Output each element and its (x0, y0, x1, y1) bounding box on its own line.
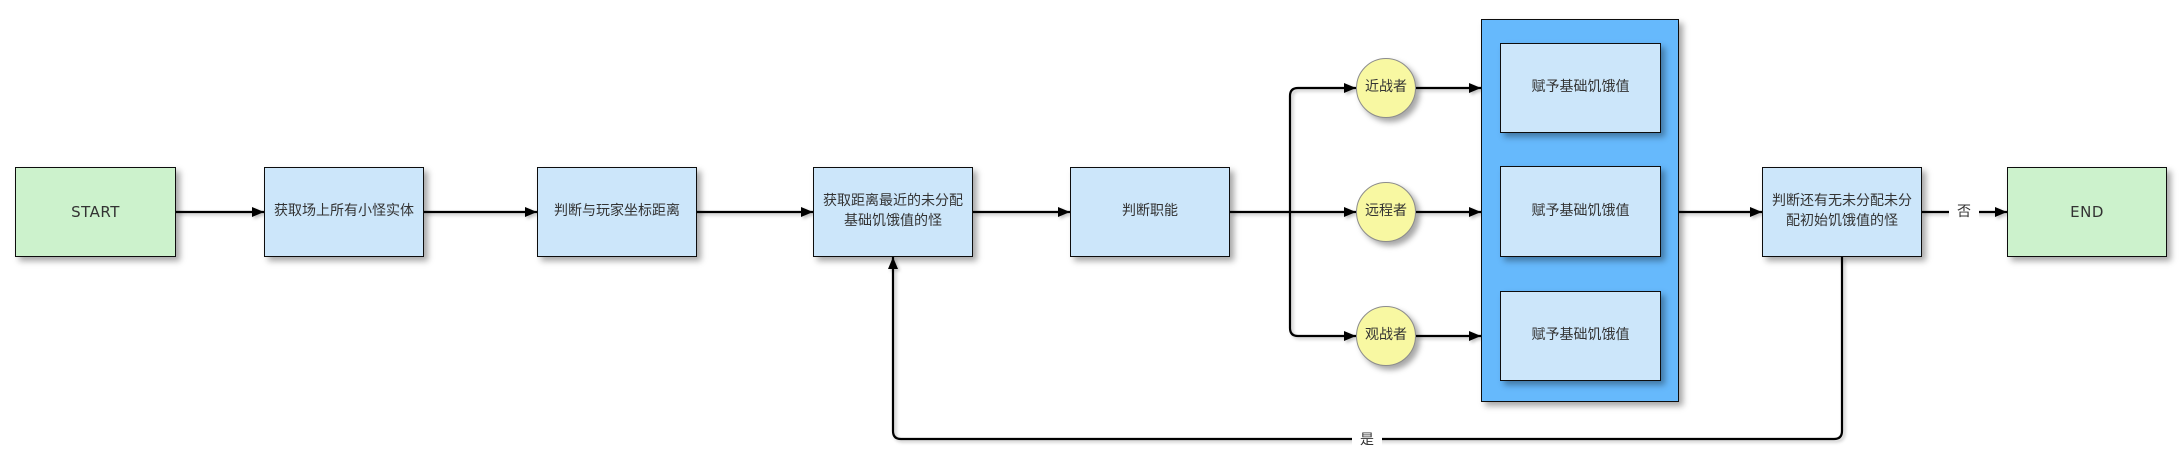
flow-node-end: END (2007, 167, 2167, 257)
flow-node-get-monsters-label: 获取场上所有小怪实体 (274, 203, 414, 220)
flow-node-role-melee: 近战者 (1356, 58, 1416, 118)
flow-node-get-monsters: 获取场上所有小怪实体 (264, 167, 424, 257)
flow-node-role-ranged-label: 远程者 (1365, 203, 1407, 220)
flow-node-assign-ranged: 赋予基础饥饿值 (1500, 166, 1661, 257)
flow-node-start: START (15, 167, 176, 257)
flow-node-assign-melee-label: 赋予基础饥饿值 (1531, 79, 1630, 96)
edge-branch-to-observer (1288, 212, 1356, 341)
flow-node-get-nearest: 获取距离最近的未分配基础饥饿值的怪 (813, 167, 973, 257)
flow-node-role-observer: 观战者 (1356, 306, 1416, 366)
flow-node-role-ranged: 远程者 (1356, 182, 1416, 242)
flow-node-assign-ranged-label: 赋予基础饥饿值 (1531, 202, 1630, 219)
flow-node-judge-role-label: 判断职能 (1122, 203, 1178, 220)
flow-node-get-nearest-label: 获取距离最近的未分配基础饥饿值的怪 (823, 193, 963, 229)
edge-branch-to-melee (1288, 83, 1356, 212)
flow-node-judge-distance: 判断与玩家坐标距离 (537, 167, 697, 257)
edge-label-yes: 是 (1352, 428, 1382, 450)
flow-node-assign-observer: 赋予基础饥饿值 (1500, 291, 1661, 381)
flow-node-judge-distance-label: 判断与玩家坐标距离 (554, 203, 680, 220)
flow-node-assign-observer-label: 赋予基础饥饿值 (1531, 327, 1630, 344)
flow-node-start-label: START (71, 202, 120, 221)
flow-node-judge-role: 判断职能 (1070, 167, 1230, 257)
flow-node-role-observer-label: 观战者 (1365, 327, 1407, 344)
flow-node-end-label: END (2070, 202, 2104, 221)
flow-node-assign-melee: 赋予基础饥饿值 (1500, 43, 1661, 133)
flow-node-role-melee-label: 近战者 (1365, 79, 1407, 96)
edge-label-no: 否 (1949, 200, 1979, 222)
flow-node-judge-remaining: 判断还有无未分配未分配初始饥饿值的怪 (1762, 167, 1922, 257)
flow-node-judge-remaining-label: 判断还有无未分配未分配初始饥饿值的怪 (1772, 193, 1912, 229)
